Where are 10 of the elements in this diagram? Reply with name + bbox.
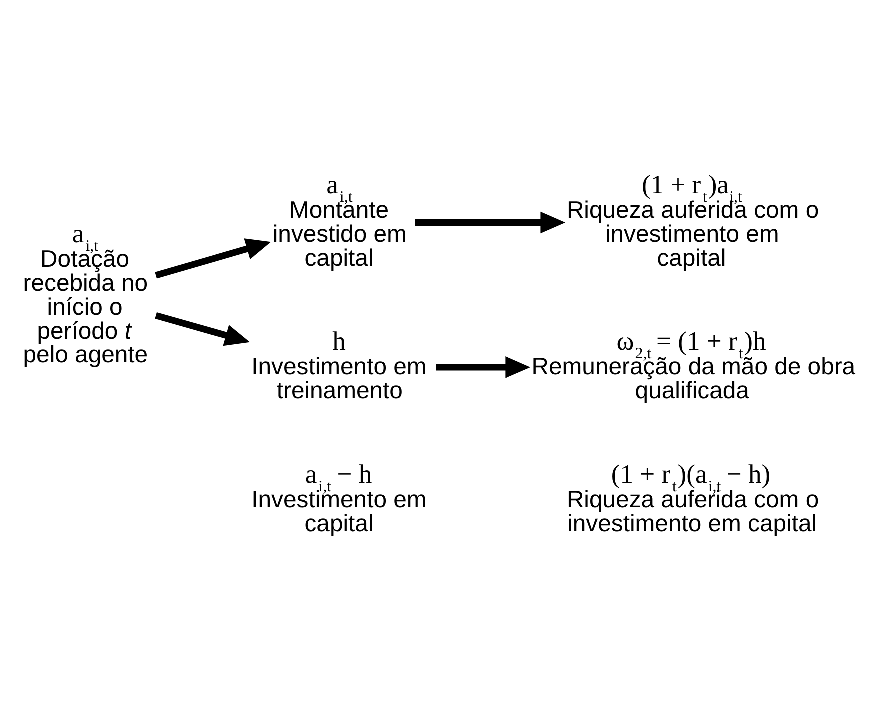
arrow — [415, 212, 566, 234]
node-text: a$_{i,t}$ Montante investido em capital — [272, 170, 407, 272]
node-text: ω$_{2,t}$ = (1 + r$_{t}$)h Remuneração da mão de obra qualificada — [532, 326, 856, 405]
node-text: h Investimento em treinamento — [252, 326, 427, 405]
arrow — [436, 356, 531, 378]
node-text: a$_{i,t}$ − h Investimento em capital — [252, 458, 427, 538]
node-text: a$_{i,t}$ Dotação recebida no início o período t pelo agente — [23, 218, 148, 369]
node-text: (1 + r$_{t}$)(a$_{i,t}$ − h) Riqueza auferida com o investimento em capital — [566, 458, 820, 538]
arrow — [155, 238, 272, 279]
arrow — [155, 312, 250, 346]
